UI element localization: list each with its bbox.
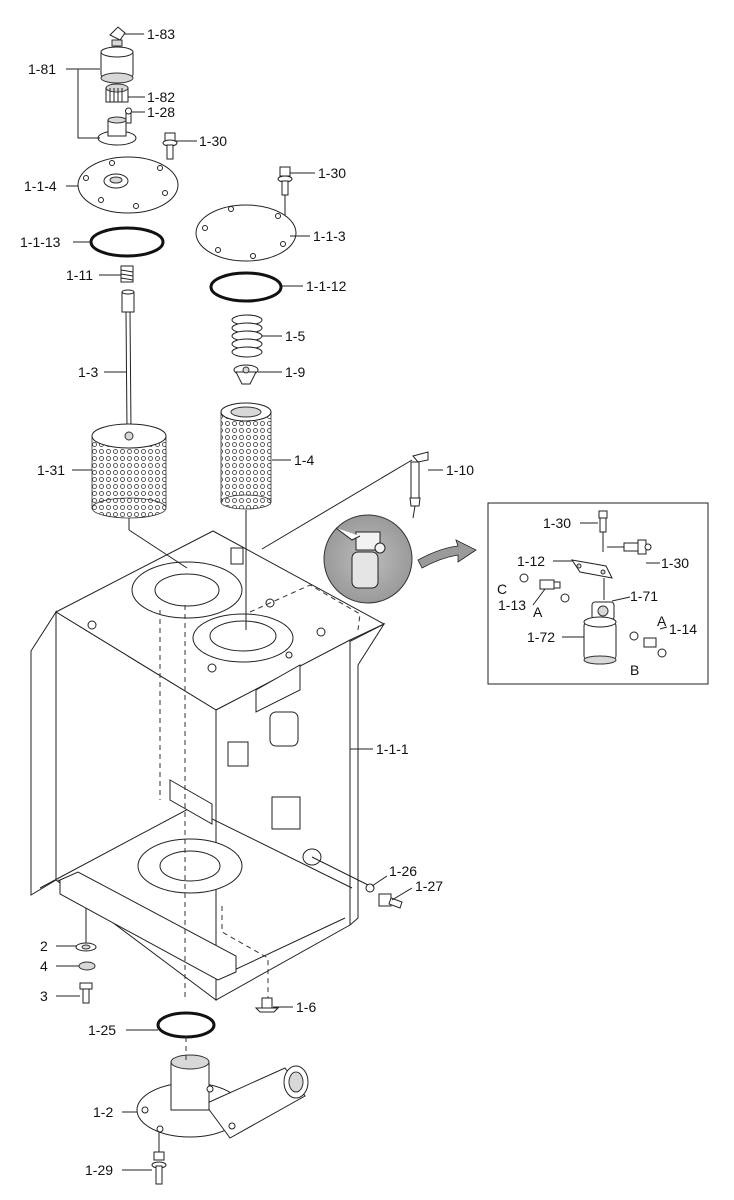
o-ring-1-25 (156, 1011, 216, 1039)
detail-label-1-71: 1-71 (630, 588, 658, 604)
label-1-30-top: 1-30 (199, 133, 227, 149)
label-1-1-1: 1-1-1 (376, 741, 409, 757)
label-1-82: 1-82 (147, 89, 175, 105)
nut-1-82 (105, 83, 129, 103)
screw-1-28 (125, 107, 132, 124)
label-1-1-4: 1-1-4 (24, 178, 57, 194)
leader-lines (56, 33, 443, 1171)
washer-4 (78, 961, 96, 971)
valve-1-9 (233, 364, 259, 385)
label-3: 3 (40, 988, 48, 1004)
label-1-3: 1-3 (78, 364, 98, 380)
detail-label-A2: A (657, 613, 667, 629)
pipe-1-10 (409, 451, 429, 507)
label-1-81: 1-81 (28, 61, 56, 77)
callout-labels: 1-83 1-81 1-82 1-28 1-30 1-1-4 1-30 1-1-… (20, 26, 474, 1178)
fitting-1-27 (378, 893, 403, 909)
tank-1-1-1 (30, 530, 386, 1004)
rod-1-3 (121, 289, 135, 441)
detail-arrow (417, 539, 477, 569)
label-1-4: 1-4 (294, 452, 314, 468)
label-1-27: 1-27 (415, 878, 443, 894)
bolt-1-30-right (277, 166, 293, 233)
detail-label-1-13: 1-13 (498, 597, 526, 613)
elbow-pipe-1-2 (136, 1054, 309, 1139)
detail-label-A1: A (533, 604, 543, 620)
detail-parts (519, 510, 667, 665)
label-1-30-right: 1-30 (318, 165, 346, 181)
strainer-1-31 (91, 423, 167, 519)
assembly-lines (128, 459, 416, 887)
washer-2 (75, 942, 97, 952)
detail-label-1-30-b: 1-30 (661, 555, 689, 571)
bolt-1-29 (151, 1151, 167, 1185)
detail-label-B: B (630, 662, 639, 678)
bolt-3 (79, 982, 93, 1004)
label-1-9: 1-9 (285, 364, 305, 380)
spring-1-5 (231, 314, 263, 358)
cover-plate-1-1-4 (77, 156, 179, 214)
label-1-25: 1-25 (88, 1022, 116, 1038)
bolt-1-30-top (162, 132, 178, 160)
label-1-29: 1-29 (85, 1162, 113, 1178)
label-1-6: 1-6 (296, 999, 316, 1015)
label-1-1-12: 1-1-12 (306, 278, 347, 294)
label-1-31: 1-31 (37, 462, 65, 478)
label-1-5: 1-5 (285, 328, 305, 344)
detail-label-1-12: 1-12 (517, 553, 545, 569)
drain-plug-1-6 (254, 997, 280, 1013)
detail-leaders (532, 522, 668, 638)
breather-cap-1-83 (109, 26, 126, 47)
label-1-83: 1-83 (147, 26, 175, 42)
cover-plate-1-1-3 (195, 204, 297, 262)
label-1-1-3: 1-1-3 (313, 228, 346, 244)
filter-element-1-4 (220, 402, 272, 510)
label-1-2: 1-2 (93, 1104, 113, 1120)
detail-label-C: C (497, 581, 507, 597)
label-1-26: 1-26 (389, 863, 417, 879)
label-1-28: 1-28 (147, 104, 175, 120)
label-1-1-13: 1-1-13 (20, 234, 61, 250)
zoom-callout-circle (323, 514, 413, 604)
detail-label-1-30-a: 1-30 (543, 515, 571, 531)
detail-label-1-14: 1-14 (669, 621, 697, 637)
label-2: 2 (40, 938, 48, 954)
detail-label-1-72: 1-72 (527, 629, 555, 645)
detail-box-labels: 1-30 1-30 1-12 C 1-13 A 1-71 1-72 A 1-14… (497, 515, 697, 678)
label-4: 4 (40, 958, 48, 974)
breather-body-1-81 (100, 46, 134, 84)
o-ring-1-1-13 (89, 226, 165, 258)
spring-1-11 (120, 265, 134, 283)
o-ring-1-1-12 (209, 271, 283, 303)
label-1-10: 1-10 (446, 462, 474, 478)
label-1-11: 1-11 (66, 267, 93, 283)
